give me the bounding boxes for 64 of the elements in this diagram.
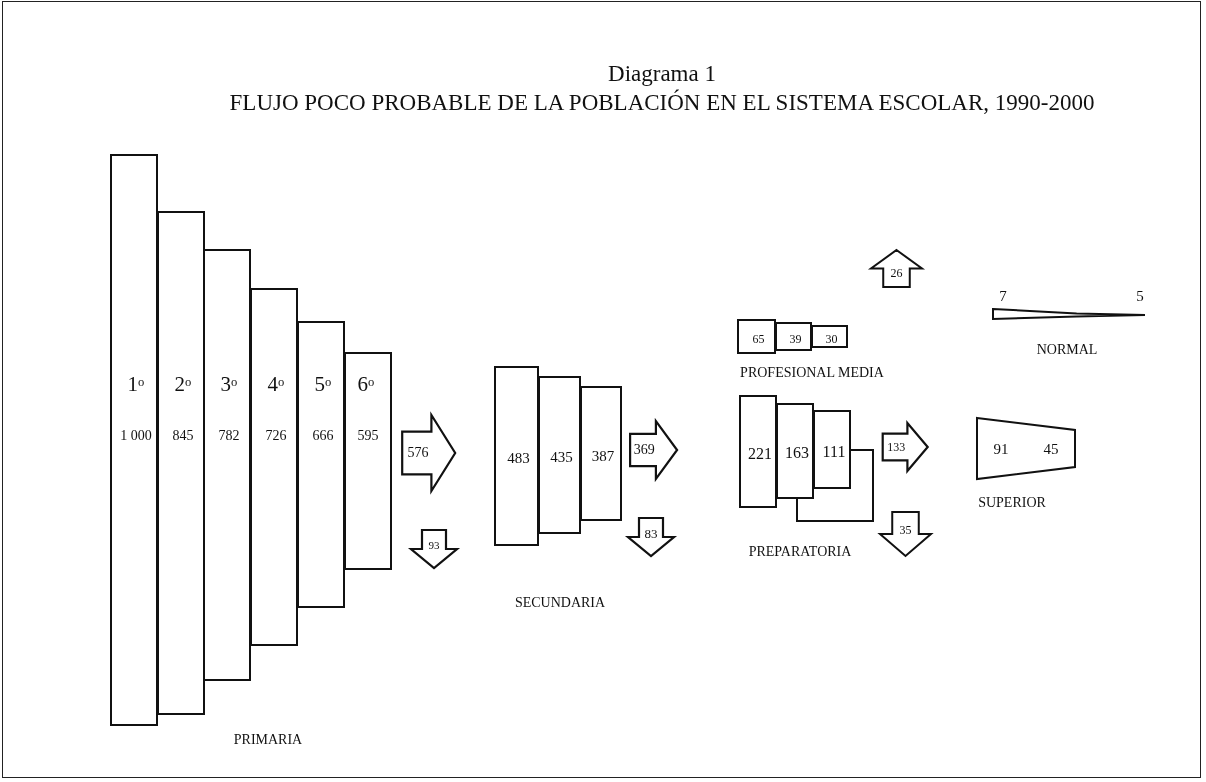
enrollment-bar [776, 403, 814, 499]
value-label: 845 [172, 429, 194, 443]
edge-label: 133 [887, 441, 906, 453]
enrollment-bar [494, 366, 539, 546]
value-label: 35 [899, 523, 912, 536]
value-label: 387 [591, 448, 615, 463]
enrollment-bar [737, 319, 776, 354]
enrollment-bar [297, 321, 345, 608]
section-label: PREPARATORIA [748, 545, 852, 559]
block-arrow [624, 516, 678, 558]
edge-label: 369 [633, 443, 655, 457]
enrollment-bar [775, 322, 812, 351]
value-label: 726 [265, 429, 287, 443]
block-arrow [871, 250, 922, 287]
enrollment-bar [813, 410, 851, 489]
edge-label: 83 [644, 526, 658, 540]
value-label: 7 [999, 288, 1007, 304]
section-label: SECUNDARIA [514, 596, 606, 610]
value-label: 221 [748, 445, 772, 462]
enrollment-bar [739, 395, 777, 508]
grade-label: 1$^{o}$ [127, 373, 145, 395]
block-arrow [401, 411, 457, 495]
block-arrow [881, 420, 930, 474]
wedge-bar [993, 309, 1145, 319]
value-label: 65 [752, 332, 765, 345]
enrollment-bar [110, 154, 158, 726]
subtitle: FLUJO POCO PROBABLE DE LA POBLACIÓN EN EL SISTEMA ESCOLAR, 1990-2000 [229, 90, 1095, 114]
enrollment-bar [811, 325, 848, 348]
value-label: 26 [890, 266, 903, 279]
grade-label: 2$^{o}$ [174, 373, 192, 395]
block-arrow [880, 512, 931, 556]
value-label: 435 [550, 449, 573, 465]
enrollment-bar [580, 386, 622, 521]
diagram-title: Diagrama 1 [608, 61, 716, 85]
value-label: 483 [507, 450, 530, 466]
enrollment-bar [344, 352, 392, 570]
grade-label: 5$^{o}$ [314, 373, 332, 395]
enrollment-bar [538, 376, 581, 534]
value-label: 30 [825, 332, 838, 345]
edge-label: 93 [428, 539, 440, 551]
edge-label: 576 [407, 446, 429, 460]
grade-label: 3$^{o}$ [220, 373, 238, 395]
value-label: 163 [785, 445, 809, 461]
section-label: SUPERIOR [978, 496, 1046, 510]
grade-label: 6$^{o}$ [357, 373, 375, 395]
block-arrow [629, 417, 679, 483]
enrollment-bar [250, 288, 298, 646]
value-label: 1 000 [120, 429, 152, 443]
enrollment-bar [157, 211, 205, 715]
block-arrow [407, 528, 461, 570]
value-label: 39 [789, 332, 802, 345]
value-label: 111 [822, 443, 846, 460]
value-label: 666 [312, 429, 334, 443]
value-label: 91 [993, 441, 1009, 457]
enrollment-bar [203, 249, 251, 681]
value-label: 595 [357, 429, 379, 443]
section-label: PROFESIONAL MEDIA [740, 366, 884, 380]
value-label: 5 [1136, 288, 1144, 304]
value-label: 782 [218, 429, 240, 443]
trapezoid-bar [977, 418, 1075, 479]
section-label: PRIMARIA [233, 733, 303, 747]
section-label: NORMAL [1036, 343, 1098, 357]
grade-label: 4$^{o}$ [267, 373, 285, 395]
value-label: 45 [1043, 441, 1059, 457]
